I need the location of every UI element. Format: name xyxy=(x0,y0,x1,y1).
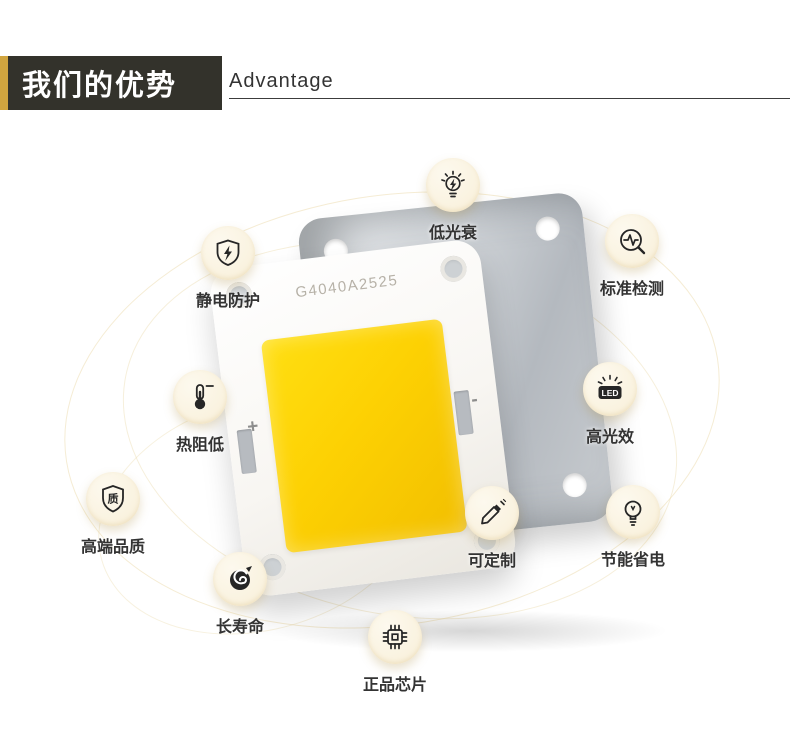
feature-item: LED 高光效 xyxy=(562,362,658,447)
header-accent-bar xyxy=(0,56,8,110)
feature-item: 正品芯片 xyxy=(347,610,443,695)
section-header: 我们的优势 Advantage xyxy=(0,56,790,110)
feature-item: 可定制 xyxy=(444,486,540,571)
svg-text:LED: LED xyxy=(602,388,619,398)
feature-label: 正品芯片 xyxy=(362,677,427,694)
feature-label: 节能省电 xyxy=(600,552,665,569)
section-subtitle: Advantage xyxy=(229,70,334,92)
shield-flash-icon xyxy=(201,226,255,280)
thermometer-icon xyxy=(173,370,227,424)
product-image: G4040A2525 + - xyxy=(207,191,685,654)
feature-label: 长寿命 xyxy=(215,619,264,636)
mounting-hole xyxy=(534,215,561,242)
coil-icon xyxy=(213,552,267,606)
svg-text:质: 质 xyxy=(108,492,119,506)
section-title: 我们的优势 xyxy=(22,70,178,102)
chip-icon xyxy=(368,610,422,664)
polarity-negative-label: - xyxy=(470,388,479,411)
header-title-block: 我们的优势 xyxy=(0,56,222,110)
feature-label: 低光衰 xyxy=(428,225,477,242)
feature-item: 低光衰 xyxy=(405,158,501,243)
header-subtitle-block: Advantage xyxy=(229,70,790,99)
feature-label: 热阻低 xyxy=(175,437,224,454)
pen-icon xyxy=(465,486,519,540)
feature-item: 静电防护 xyxy=(180,226,276,311)
feature-label: 静电防护 xyxy=(195,293,260,310)
feature-item: 节能省电 xyxy=(585,485,681,570)
feature-label: 高光效 xyxy=(585,429,634,446)
feature-item: 热阻低 xyxy=(152,370,248,455)
quality-badge-icon: 质 xyxy=(86,472,140,526)
feature-item: 质高端品质 xyxy=(65,472,161,557)
mounting-hole xyxy=(561,471,588,499)
led-rays-icon: LED xyxy=(583,362,637,416)
feature-label: 标准检测 xyxy=(599,281,664,298)
header-rule xyxy=(229,98,790,99)
feature-item: 标准检测 xyxy=(584,214,680,299)
energy-bulb-icon xyxy=(606,485,660,539)
bulb-flash-icon xyxy=(426,158,480,212)
feature-item: 长寿命 xyxy=(192,552,288,637)
product-shadow xyxy=(255,608,685,654)
pulse-detect-icon xyxy=(605,214,659,268)
feature-label: 可定制 xyxy=(467,553,516,570)
feature-label: 高端品质 xyxy=(80,539,145,556)
led-emitting-surface xyxy=(260,318,468,554)
